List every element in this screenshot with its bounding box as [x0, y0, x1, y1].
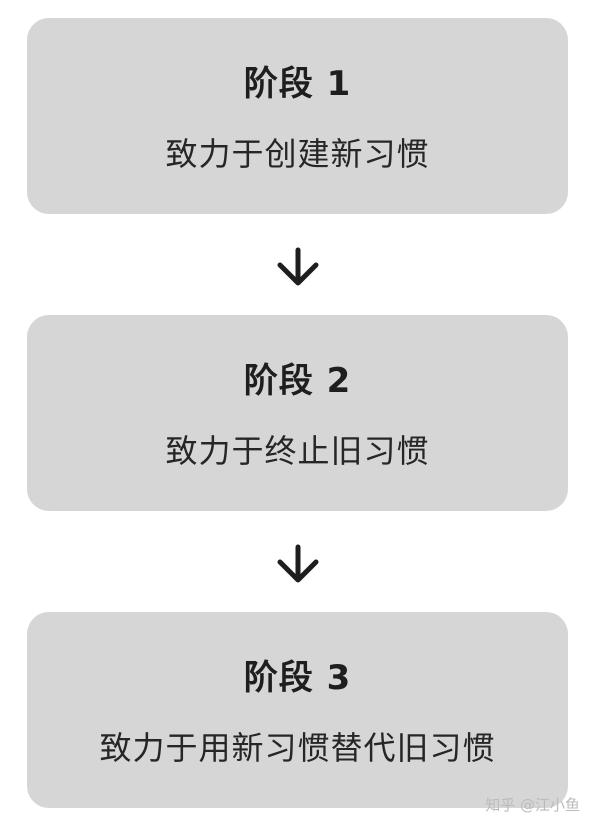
stage-description-2: 致力于终止旧习惯 [165, 432, 430, 470]
down-arrow-icon [277, 544, 319, 583]
stage-title-2: 阶段 2 [243, 361, 352, 401]
stage-title-1: 阶段 1 [243, 64, 352, 104]
down-arrow-icon [277, 247, 319, 286]
stage-box-1: 阶段 1 致力于创建新习惯 [27, 18, 568, 214]
stage-title-3: 阶段 3 [243, 658, 352, 698]
stage-box-3: 阶段 3 致力于用新习惯替代旧习惯 [27, 612, 568, 808]
stage-description-3: 致力于用新习惯替代旧习惯 [99, 729, 496, 767]
stage-box-2: 阶段 2 致力于终止旧习惯 [27, 315, 568, 511]
stage-description-1: 致力于创建新习惯 [165, 135, 430, 173]
watermark: 知乎 @江小鱼 [485, 796, 580, 814]
